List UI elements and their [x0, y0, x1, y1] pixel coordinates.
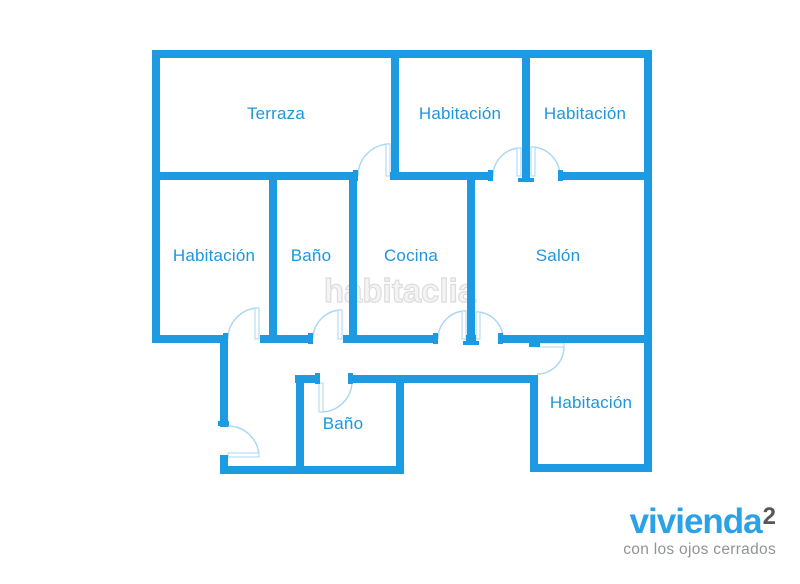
- wall-cap: [498, 333, 503, 344]
- door-arc: [320, 380, 353, 413]
- door-leaf: [530, 146, 536, 177]
- wall-cap: [353, 170, 358, 181]
- door-leaf: [516, 147, 522, 177]
- brand-tagline: con los ojos cerrados: [623, 541, 776, 558]
- wall-segment: [152, 335, 228, 343]
- wall-cap: [348, 373, 353, 384]
- wall-segment: [349, 180, 357, 343]
- door-leaf: [337, 309, 343, 340]
- wall-segment: [220, 455, 228, 474]
- wall-segment: [467, 180, 475, 343]
- wall-segment: [352, 375, 538, 383]
- wall-cap: [223, 333, 228, 344]
- wall-cap: [529, 341, 540, 347]
- door-leaf: [461, 310, 467, 340]
- wall-segment: [391, 50, 399, 180]
- watermark-text: habitaclia: [323, 271, 477, 309]
- wall-segment: [560, 172, 652, 180]
- wall-segment: [269, 180, 277, 343]
- wall-cap: [558, 170, 563, 181]
- brand-superscript: 2: [762, 503, 776, 530]
- walls-group: [152, 50, 652, 474]
- brand-line: vivienda2: [623, 504, 776, 539]
- door-leaf: [385, 143, 391, 177]
- wall-segment: [503, 335, 652, 343]
- wall-segment: [396, 375, 404, 474]
- wall-segment: [295, 375, 320, 383]
- wall-segment: [296, 375, 304, 474]
- doors-group: [227, 143, 565, 458]
- door-arc: [227, 425, 260, 458]
- wall-segment: [260, 335, 313, 343]
- wall-cap: [218, 421, 229, 426]
- wall-cap: [433, 333, 438, 344]
- brand-logo: vivienda2 con los ojos cerrados: [623, 504, 776, 558]
- door-arc: [536, 346, 565, 375]
- wall-cap: [308, 333, 313, 344]
- wall-segment: [152, 50, 160, 343]
- wall-cap: [488, 170, 493, 181]
- door-arc: [227, 307, 260, 340]
- wall-segment: [152, 50, 652, 58]
- brand-text: vivienda: [629, 502, 763, 541]
- door-arc: [357, 143, 391, 177]
- door-leaf: [536, 342, 565, 348]
- wall-segment: [343, 335, 438, 343]
- wall-cap: [463, 341, 479, 345]
- wall-segment: [390, 172, 493, 180]
- door-leaf: [254, 307, 260, 340]
- door-leaf: [227, 452, 260, 458]
- wall-cap: [518, 178, 534, 182]
- door-arc: [312, 309, 343, 340]
- wall-cap: [315, 373, 320, 384]
- door-leaf: [475, 311, 481, 340]
- wall-segment: [152, 172, 358, 180]
- wall-segment: [530, 375, 538, 472]
- door-leaf: [318, 382, 324, 413]
- wall-segment: [220, 466, 404, 474]
- wall-segment: [522, 50, 530, 180]
- wall-segment: [644, 50, 652, 472]
- wall-segment: [530, 464, 652, 472]
- wall-segment: [220, 335, 228, 427]
